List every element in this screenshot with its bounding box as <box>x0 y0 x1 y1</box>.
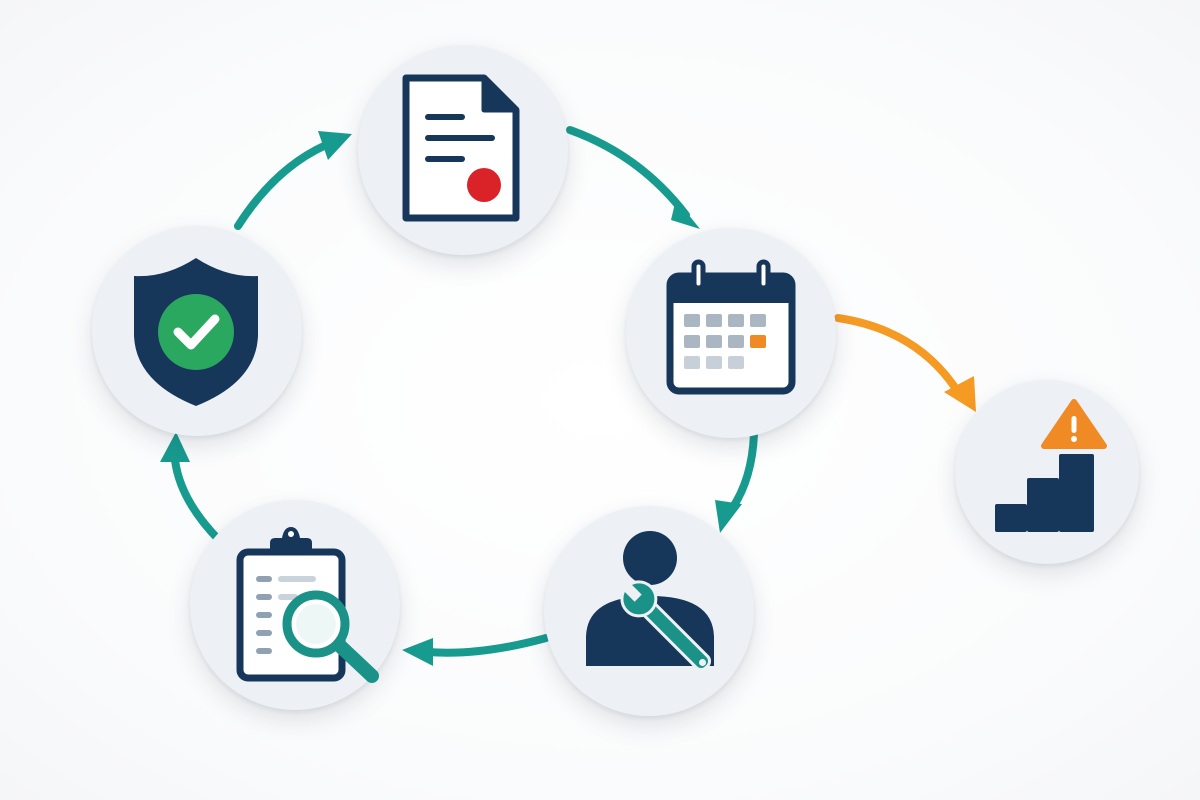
node-inspection <box>190 500 400 710</box>
calendar-icon <box>666 259 796 395</box>
calendar-day-grid <box>684 314 766 369</box>
escalation-steps-warning-icon <box>995 399 1107 532</box>
calendar-day <box>684 314 700 327</box>
calendar-day <box>706 356 722 369</box>
warning-icon <box>1041 399 1107 449</box>
node-escalation <box>955 380 1139 564</box>
wrench-icon <box>620 580 712 672</box>
edge-shield-to-document <box>234 131 352 230</box>
edge-inspection-to-shield <box>160 432 223 544</box>
calendar-day <box>706 314 722 327</box>
calendar-day <box>728 314 744 327</box>
node-technician <box>544 506 754 716</box>
calendar-day-highlighted <box>750 335 766 348</box>
document-with-seal-icon <box>402 74 520 222</box>
magnifier-icon <box>282 590 379 683</box>
calendar-day <box>750 314 766 327</box>
arrowhead <box>671 199 700 229</box>
edge-calendar-to-escalation <box>834 314 976 412</box>
arrowhead <box>160 432 190 462</box>
steps-icon <box>995 454 1094 532</box>
calendar-day <box>684 356 700 369</box>
clipboard-magnifier-icon <box>236 527 379 683</box>
shield-check-icon <box>134 258 258 406</box>
edge-technician-to-inspection <box>402 634 550 666</box>
edge-calendar-to-technician <box>715 430 758 533</box>
calendar-day <box>684 335 700 348</box>
technician-with-wrench-icon <box>586 531 714 672</box>
arrowhead <box>318 131 352 160</box>
arrowhead <box>715 500 742 533</box>
node-document <box>358 45 568 255</box>
calendar-day <box>706 335 722 348</box>
node-shield <box>92 226 302 436</box>
node-calendar <box>626 228 836 438</box>
edge-document-to-calendar <box>566 126 700 229</box>
calendar-day <box>728 335 744 348</box>
calendar-day <box>728 356 744 369</box>
arrowhead <box>944 376 976 412</box>
arrowhead <box>402 638 433 666</box>
